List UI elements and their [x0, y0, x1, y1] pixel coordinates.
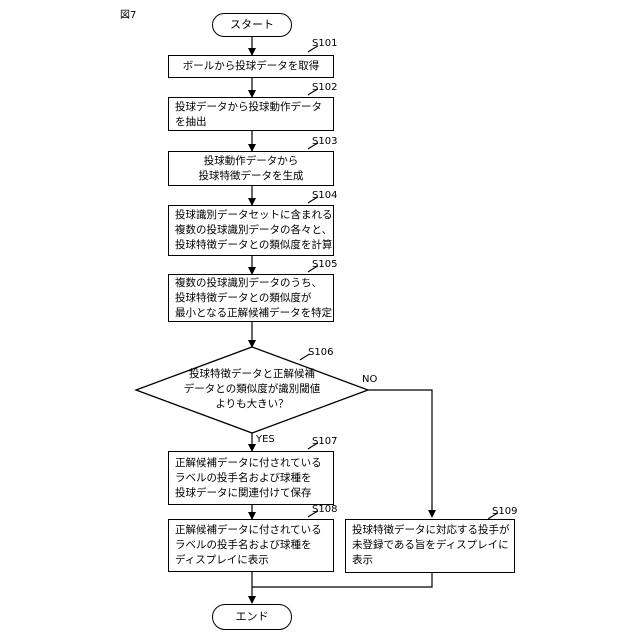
end-label: エンド: [236, 610, 269, 623]
s106-line-2: データとの類似度が識別閾値: [160, 382, 344, 397]
step-s103-box: 投球動作データから 投球特徴データを生成: [168, 151, 334, 186]
s107-line-3: 投球データに関連付けて保存: [175, 486, 327, 501]
start-terminal: スタート: [212, 13, 292, 37]
s103-id: S103: [312, 136, 337, 147]
s102-id: S102: [312, 82, 337, 93]
s101-id: S101: [312, 38, 337, 49]
s107-id: S107: [312, 436, 337, 447]
s108-line-1: 正解候補データに付されている: [175, 523, 327, 538]
step-s104-box: 投球識別データセットに含まれる 複数の投球識別データの各々と、 投球特徴データと…: [168, 205, 334, 256]
yes-branch-label: YES: [256, 434, 275, 445]
arrow-s109-merge: [252, 573, 432, 587]
figure-label: 図7: [120, 6, 136, 21]
no-branch-label: NO: [362, 374, 377, 385]
s109-line-1: 投球特徴データに対応する投手が: [352, 523, 508, 538]
s105-line-2: 投球特徴データとの類似度が: [175, 291, 327, 306]
s108-line-3: ディスプレイに表示: [175, 553, 327, 568]
s104-line-2: 複数の投球識別データの各々と、: [175, 223, 327, 238]
s104-id: S104: [312, 190, 337, 201]
s109-id: S109: [492, 506, 517, 517]
s106-id: S106: [308, 347, 333, 358]
s104-line-1: 投球識別データセットに含まれる: [175, 208, 327, 223]
s107-line-1: 正解候補データに付されている: [175, 456, 327, 471]
end-terminal: エンド: [212, 604, 292, 630]
s107-line-2: ラベルの投手名および球種を: [175, 471, 327, 486]
step-s105-box: 複数の投球識別データのうち、 投球特徴データとの類似度が 最小となる正解候補デー…: [168, 274, 334, 322]
s108-line-2: ラベルの投手名および球種を: [175, 538, 327, 553]
s106-line-3: よりも大きい？: [160, 397, 344, 412]
s102-line-2: を抽出: [175, 115, 327, 130]
s102-line-1: 投球データから投球動作データ: [175, 100, 327, 115]
s105-id: S105: [312, 259, 337, 270]
step-s102-box: 投球データから投球動作データ を抽出: [168, 97, 334, 131]
s101-line-1: ボールから投球データを取得: [175, 59, 327, 74]
s108-id: S108: [312, 504, 337, 515]
s103-line-1: 投球動作データから: [175, 154, 327, 169]
arrow-no-branch: [368, 390, 432, 517]
s105-line-1: 複数の投球識別データのうち、: [175, 276, 327, 291]
s104-line-3: 投球特徴データとの類似度を計算: [175, 238, 327, 253]
decision-s106-text: 投球特徴データと正解候補 データとの類似度が識別閾値 よりも大きい？: [160, 367, 344, 412]
s105-line-3: 最小となる正解候補データを特定: [175, 306, 327, 321]
start-label: スタート: [230, 18, 274, 31]
step-s108-box: 正解候補データに付されている ラベルの投手名および球種を ディスプレイに表示: [168, 519, 334, 572]
s103-line-2: 投球特徴データを生成: [175, 169, 327, 184]
step-s107-box: 正解候補データに付されている ラベルの投手名および球種を 投球データに関連付けて…: [168, 451, 334, 505]
step-s109-box: 投球特徴データに対応する投手が 未登録である旨をディスプレイに 表示: [345, 519, 515, 573]
step-s101-box: ボールから投球データを取得: [168, 55, 334, 78]
s106-line-1: 投球特徴データと正解候補: [160, 367, 344, 382]
s109-line-2: 未登録である旨をディスプレイに: [352, 538, 508, 553]
s109-line-3: 表示: [352, 553, 508, 568]
